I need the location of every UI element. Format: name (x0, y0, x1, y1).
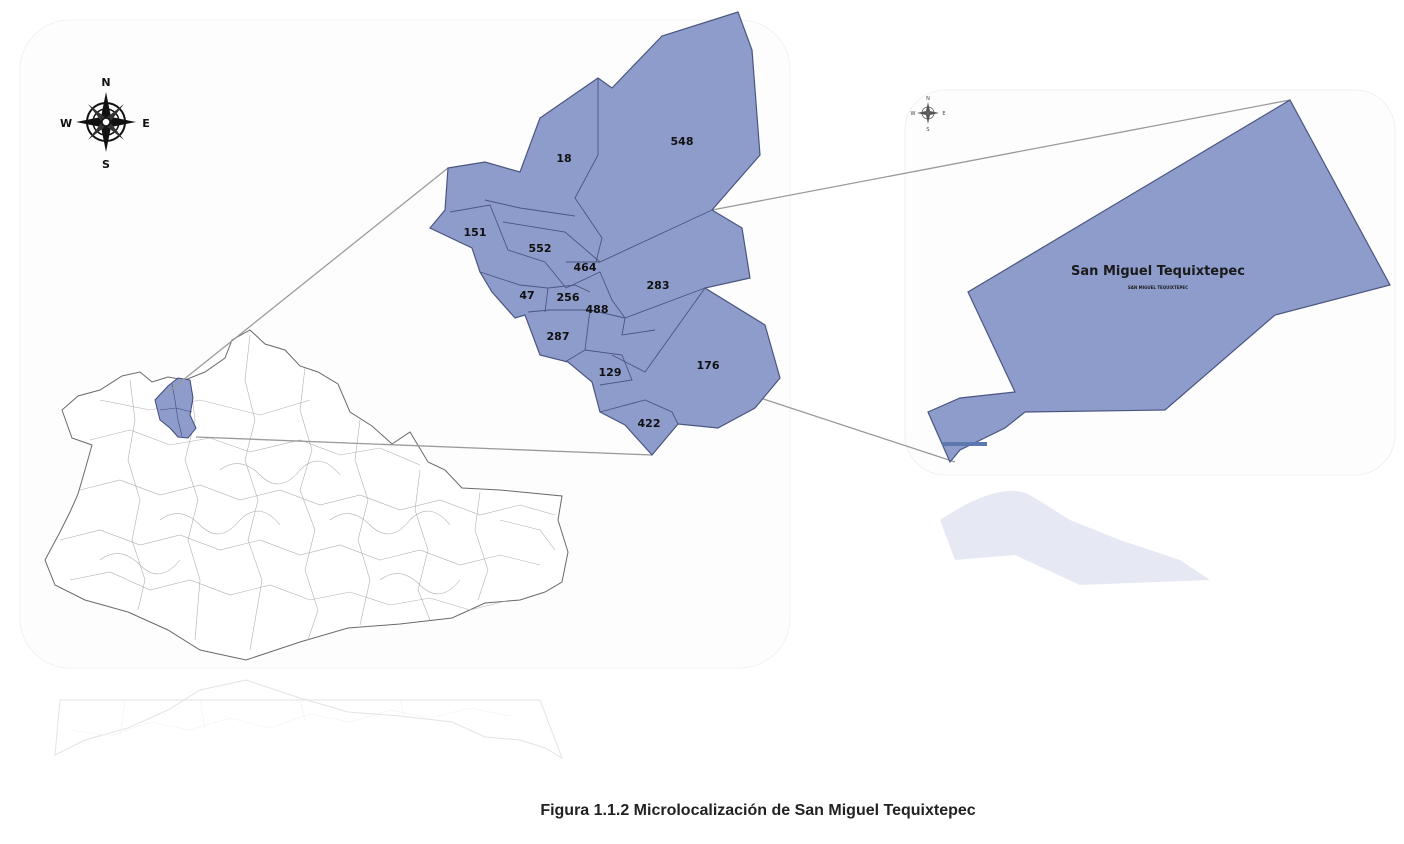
municipality-label: 464 (574, 261, 597, 274)
state-map (44, 329, 569, 661)
municipality-label: 488 (586, 303, 609, 316)
town-edge-strip (942, 442, 987, 446)
small-compass-east-label: E (942, 111, 945, 117)
municipality-label: 283 (647, 279, 670, 292)
municipality-label: 176 (697, 359, 720, 372)
district-map: 548 18 151 552 464 283 47 256 488 287 17… (429, 11, 781, 456)
municipality-label: 552 (529, 242, 552, 255)
municipality-label: 18 (556, 152, 571, 165)
small-compass-west-label: W (911, 111, 916, 117)
town-reflection (940, 490, 1210, 585)
town-title: San Miguel Tequixtepec (1071, 264, 1245, 279)
town-subtitle: SAN MIGUEL TEQUIXTEPEC (1128, 285, 1188, 290)
figure-caption: Figura 1.1.2 Microlocalización de San Mi… (0, 802, 1404, 820)
compass-east-label: E (142, 117, 150, 130)
small-compass-south-label: S (926, 127, 929, 133)
municipality-label: 129 (599, 366, 622, 379)
figure-caption-text: Figura 1.1.2 Microlocalización de San Mi… (540, 802, 976, 819)
compass-west-label: W (60, 117, 72, 130)
small-compass-north-label: N (926, 96, 930, 102)
town-polygon (927, 99, 1391, 464)
compass-north-label: N (101, 76, 110, 89)
municipality-label: 47 (519, 289, 534, 302)
district-outline (429, 11, 781, 456)
small-compass-rose-icon: N S E W (911, 96, 946, 133)
municipality-label: 548 (671, 135, 694, 148)
compass-rose-icon: N S E W (60, 76, 150, 171)
state-map-reflection (54, 679, 563, 760)
municipality-label: 151 (464, 226, 487, 239)
compass-south-label: S (102, 158, 110, 171)
connector-line (195, 436, 653, 456)
connector-line (711, 99, 1291, 211)
municipality-label: 422 (638, 417, 661, 430)
town-map: San Miguel Tequixtepec SAN MIGUEL TEQUIX… (927, 99, 1391, 464)
connector-line (167, 167, 449, 393)
municipality-label: 287 (547, 330, 570, 343)
municipality-label: 256 (557, 291, 580, 304)
